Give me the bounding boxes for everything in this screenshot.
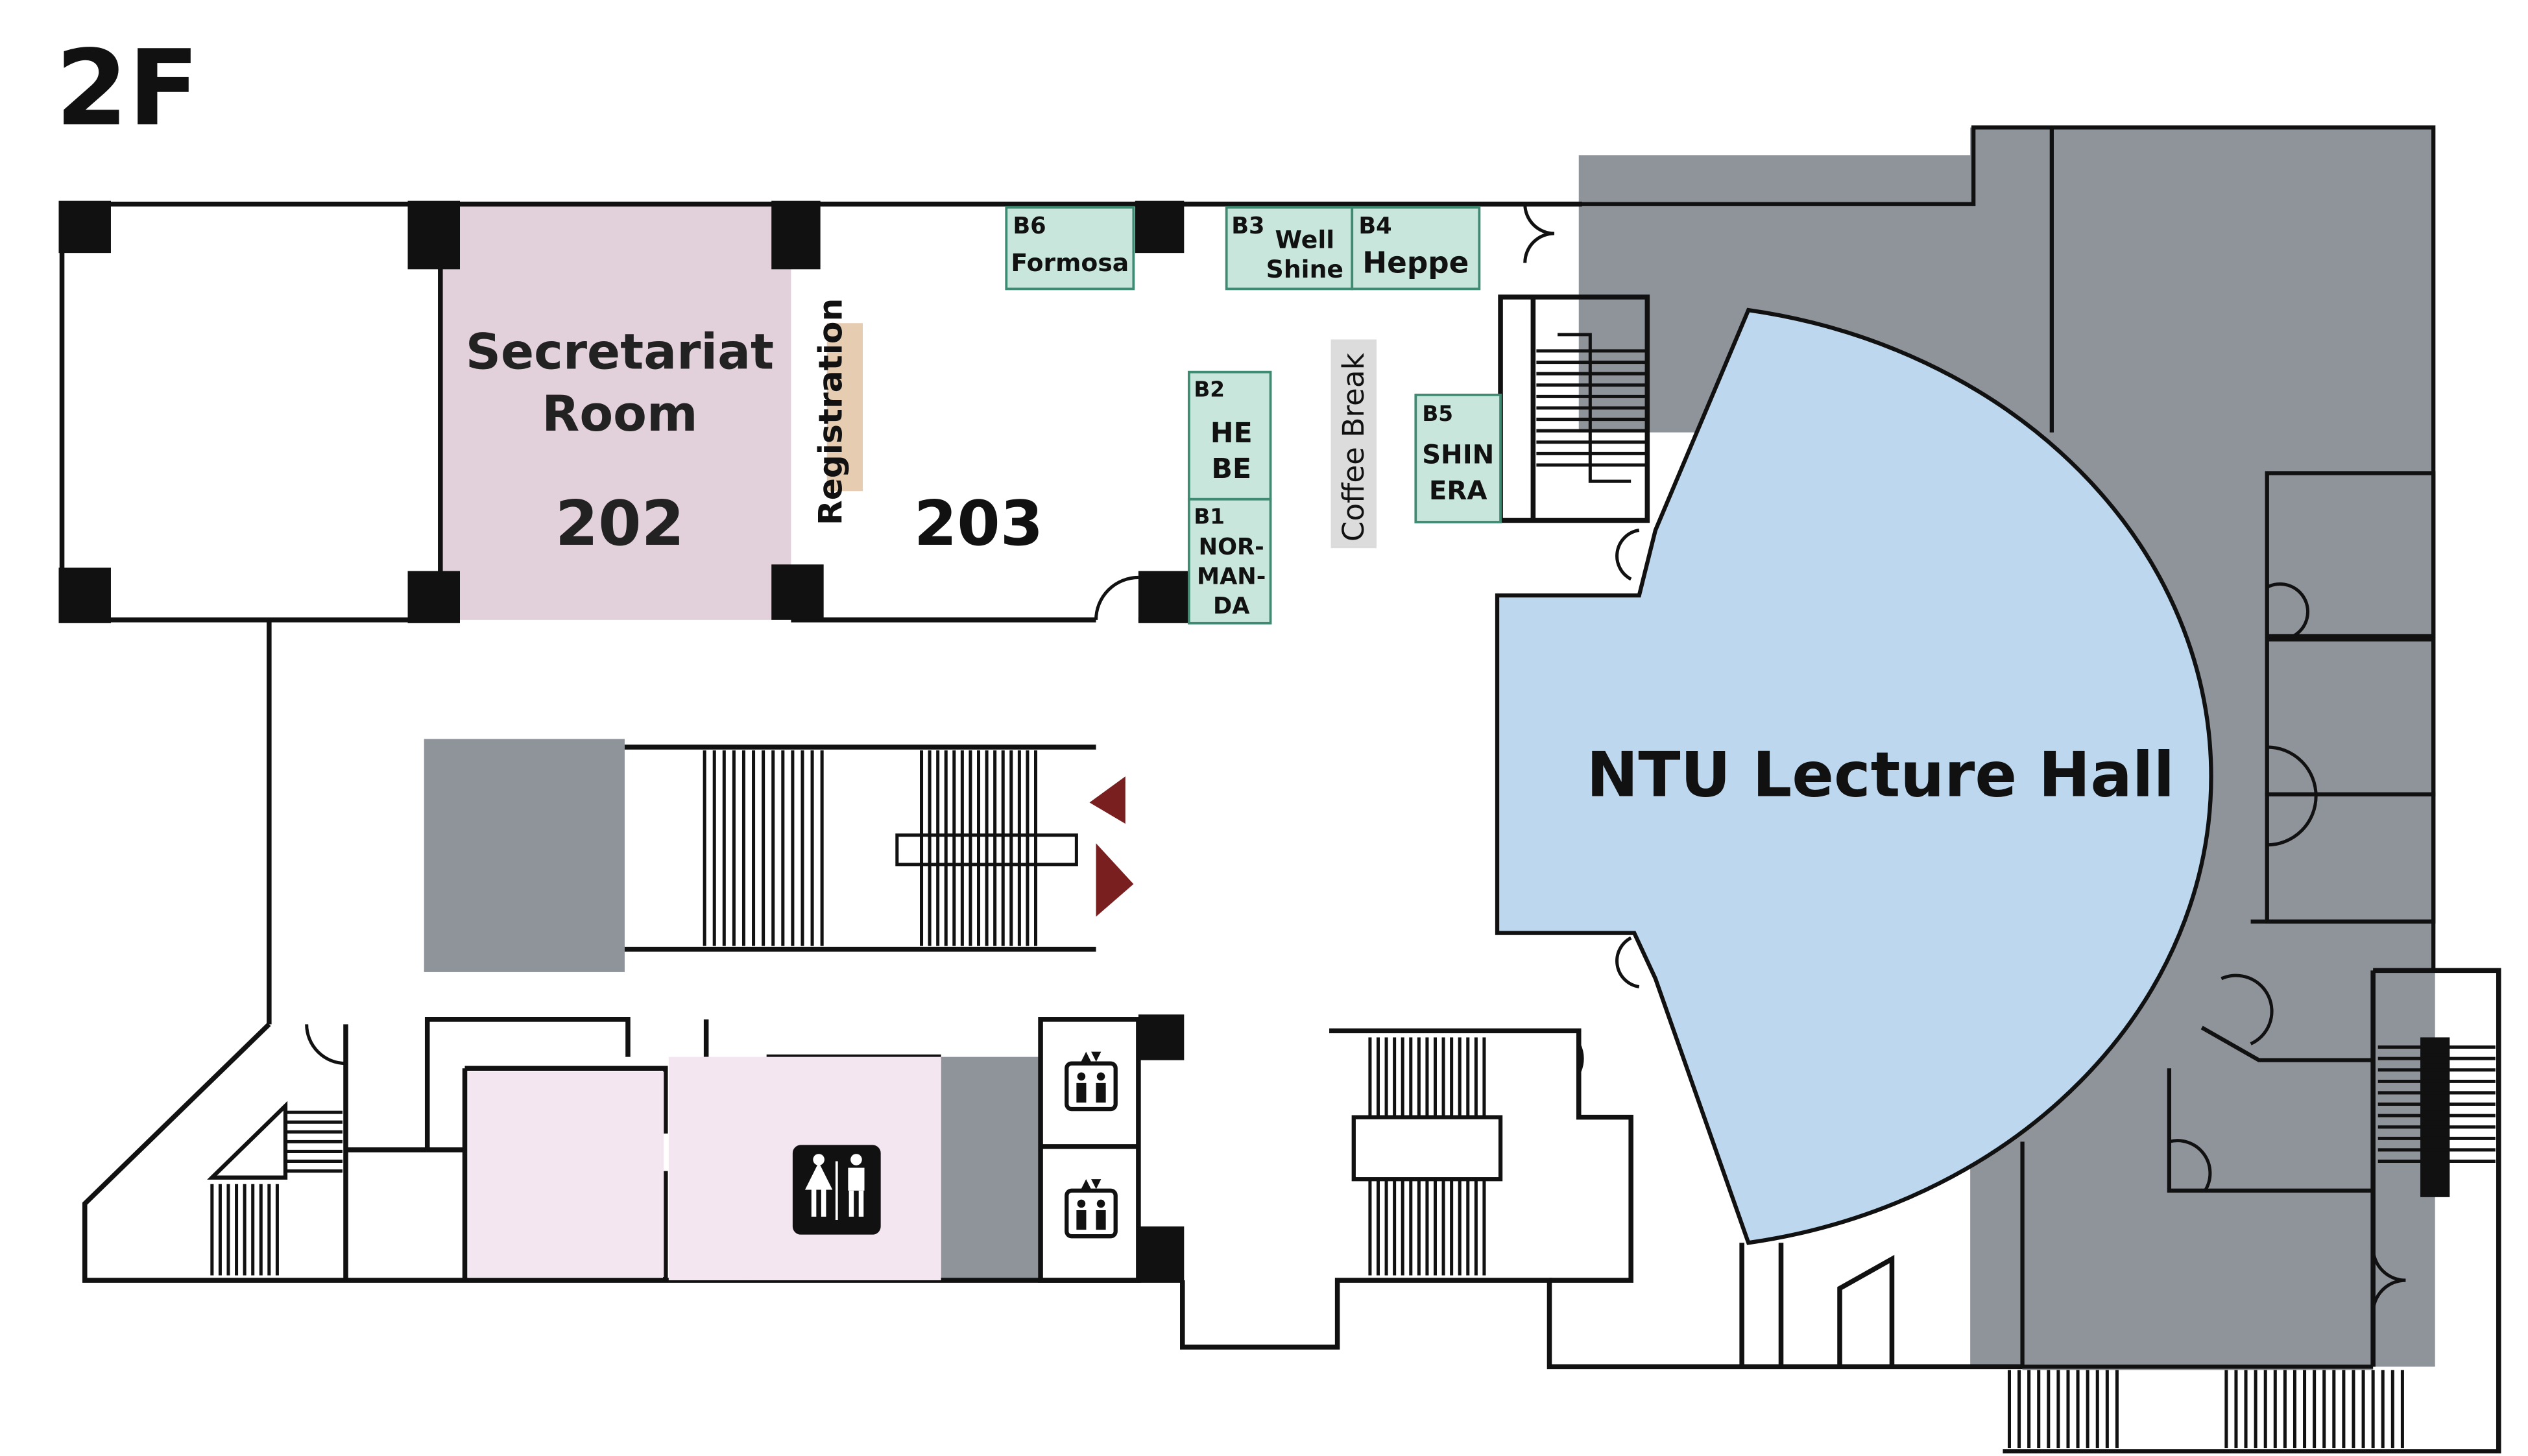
booth-name-line2: BE bbox=[1211, 453, 1251, 485]
direction-arrow-icon bbox=[1089, 776, 1126, 824]
booth-b4[interactable]: B4 Heppe bbox=[1351, 206, 1481, 291]
restroom-area-left bbox=[468, 1071, 664, 1278]
booth-code: B1 bbox=[1194, 504, 1225, 529]
booth-code: B4 bbox=[1358, 213, 1391, 239]
lecture-hall-label: NTU Lecture Hall bbox=[1586, 738, 2174, 811]
booth-b1[interactable]: B1 NOR- MAN- DA bbox=[1187, 497, 1272, 625]
booth-b3[interactable]: B3 Well Shine bbox=[1225, 206, 1354, 291]
secretariat-label-line1: Secretariat bbox=[466, 324, 774, 381]
central-stairs bbox=[703, 750, 1038, 946]
booth-name: Formosa bbox=[1011, 248, 1129, 277]
booth-b6[interactable]: B6 Formosa bbox=[1005, 206, 1135, 291]
escalator-stairs bbox=[1368, 1037, 1486, 1276]
booth-name-line1: HE bbox=[1210, 417, 1253, 449]
booth-code: B5 bbox=[1422, 401, 1453, 426]
svg-text:▲▼: ▲▼ bbox=[1081, 1048, 1101, 1064]
booth-code: B2 bbox=[1194, 377, 1225, 401]
stair-core-block bbox=[424, 739, 625, 972]
booth-code: B6 bbox=[1013, 213, 1046, 239]
secretariat-room-202[interactable] bbox=[440, 204, 791, 620]
booth-name-line2: Shine bbox=[1266, 255, 1343, 283]
direction-arrow-icon bbox=[1096, 843, 1134, 917]
shaft-block bbox=[941, 1056, 1039, 1281]
bottom-stairs bbox=[2007, 1370, 2404, 1449]
secretariat-number: 202 bbox=[555, 487, 684, 560]
booth-b2[interactable]: B2 HE BE bbox=[1187, 370, 1272, 501]
booth-name-line2: MAN- bbox=[1197, 564, 1266, 590]
right-stairs bbox=[2378, 1045, 2496, 1164]
door-swings bbox=[305, 204, 2406, 1313]
booth-name-line2: ERA bbox=[1429, 476, 1487, 506]
elevator-icon[interactable]: ▲▼ bbox=[1065, 1175, 1118, 1239]
lower-left-stairs bbox=[210, 1110, 343, 1276]
room-203-label: 203 bbox=[914, 487, 1043, 560]
pillars bbox=[58, 200, 2450, 1282]
lecture-hall[interactable] bbox=[1495, 307, 2213, 1245]
booth-name-line1: NOR- bbox=[1199, 534, 1264, 560]
svg-text:▲▼: ▲▼ bbox=[1081, 1175, 1101, 1191]
coffee-break-label: Coffee Break bbox=[1336, 352, 1371, 542]
secretariat-label-line2: Room bbox=[542, 385, 697, 442]
booth-name: Heppe bbox=[1362, 245, 1469, 280]
booth-code: B3 bbox=[1231, 213, 1264, 239]
booth-b5[interactable]: B5 SHIN ERA bbox=[1414, 393, 1502, 523]
elevator-icon[interactable]: ▲▼ bbox=[1065, 1048, 1118, 1112]
floor-label: 2F bbox=[55, 28, 199, 149]
coffee-break-area[interactable] bbox=[1330, 339, 1377, 549]
registration-desk[interactable] bbox=[826, 323, 863, 492]
booth-name-line1: SHIN bbox=[1422, 440, 1494, 470]
registration-label: Registration bbox=[811, 298, 849, 525]
restroom-icon[interactable] bbox=[792, 1145, 881, 1235]
booth-name-line1: Well bbox=[1275, 226, 1335, 254]
escalator-landing bbox=[1351, 1115, 1503, 1182]
stair-landing bbox=[895, 833, 1078, 866]
booth-name-line3: DA bbox=[1213, 593, 1250, 619]
